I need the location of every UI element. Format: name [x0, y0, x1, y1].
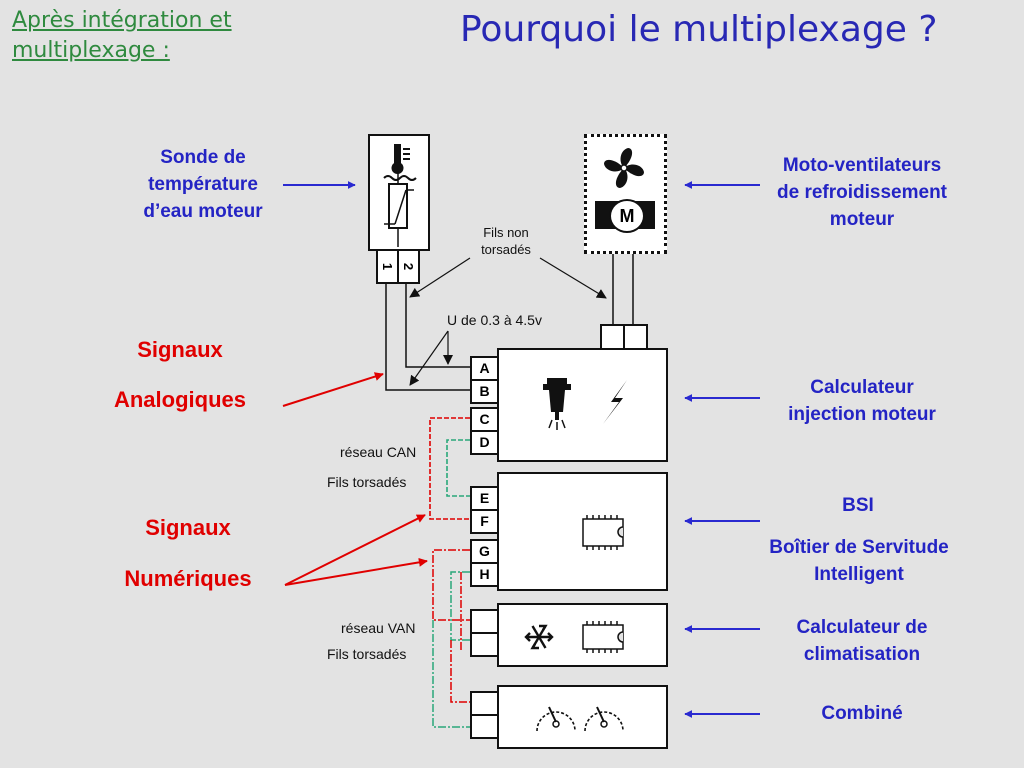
pin-c: C — [470, 407, 499, 432]
label-boitier-servitude: Boîtier de Servitude Intelligent — [769, 537, 949, 585]
label-bsi: BSI — [842, 495, 874, 516]
fan-area — [592, 143, 656, 193]
label-signaux-numeriques-1: Signaux — [145, 515, 231, 540]
label-reseau-van: réseau VAN — [341, 620, 416, 636]
sensor-pin-2-label: 2 — [400, 262, 416, 271]
sensor-pin-2: 2 — [397, 249, 420, 284]
pin-combine-1 — [470, 691, 499, 716]
label-calculateur-injection: Calculateur injection moteur — [788, 377, 936, 425]
pin-b: B — [470, 379, 499, 404]
pin-g: G — [470, 539, 499, 564]
van-wire-1 — [432, 549, 470, 621]
arrow-analog — [282, 372, 384, 407]
label-moto-ventilateurs: Moto-ventilateurs de refroidissement mot… — [777, 155, 947, 230]
pin-a: A — [470, 356, 499, 381]
can-wire-low — [446, 439, 470, 497]
label-signaux-analogiques-2: Analogiques — [113, 387, 246, 412]
label-reseau-can: réseau CAN — [340, 444, 417, 460]
pin-clim-2 — [470, 632, 499, 657]
label-tension: U de 0.3 à 4.5v — [447, 312, 542, 328]
chip-icon — [582, 515, 624, 550]
pin-combine-2 — [470, 714, 499, 739]
pin-f: F — [470, 509, 499, 534]
slide-title: Pourquoi le multiplexage ? — [460, 9, 938, 50]
pin-e: E — [470, 486, 499, 511]
fan-icon — [604, 148, 644, 188]
label-combine: Combiné — [821, 703, 903, 724]
arrow-num-1 — [284, 514, 426, 586]
snowflake-icon — [524, 624, 554, 650]
label-fils-non-torsades: Fils non torsadés — [481, 225, 531, 257]
wire-sensor-1 — [385, 282, 470, 391]
can-wire-high — [429, 417, 470, 520]
fan-connector-right — [623, 324, 648, 351]
bsi-block — [497, 472, 668, 591]
lightning-icon — [603, 380, 627, 424]
wire-sensor-2 — [405, 282, 470, 368]
van-wire-3 — [432, 620, 470, 728]
arrow-u-diag — [409, 330, 449, 386]
label-signaux-analogiques-1: Signaux — [137, 337, 223, 362]
thermistor-icon — [384, 166, 414, 247]
label-fils-torsades-van: Fils torsadés — [327, 646, 407, 662]
fan-module: M — [584, 134, 667, 254]
motor-symbol: M — [609, 199, 645, 233]
combine-block — [497, 685, 668, 749]
label-sonde: Sonde de température d’eau moteur — [143, 147, 263, 222]
label-fils-torsades-can: Fils torsadés — [327, 474, 407, 490]
chip-icon — [582, 621, 624, 653]
pin-h: H — [470, 562, 499, 587]
arrow-num-2 — [284, 557, 428, 586]
pin-clim-1 — [470, 609, 499, 634]
motor-icon: M — [595, 199, 655, 233]
label-calculateur-climatisation: Calculateur de climatisation — [796, 617, 928, 665]
calculateur-injection-block — [497, 348, 668, 462]
arrow-fils-right — [539, 257, 607, 299]
van-wire-2 — [450, 571, 470, 641]
fan-connector-left — [600, 324, 625, 351]
arrow-fils-left — [409, 257, 471, 298]
temperature-sensor — [368, 134, 430, 251]
label-signaux-numeriques-2: Numériques — [124, 566, 252, 591]
injector-icon — [543, 378, 571, 430]
climatisation-block — [497, 603, 668, 667]
slide-subtitle: Après intégration et multiplexage : — [12, 8, 232, 63]
pin-d: D — [470, 430, 499, 455]
gauge-icon — [536, 706, 624, 732]
van-wire-4 — [450, 640, 470, 703]
